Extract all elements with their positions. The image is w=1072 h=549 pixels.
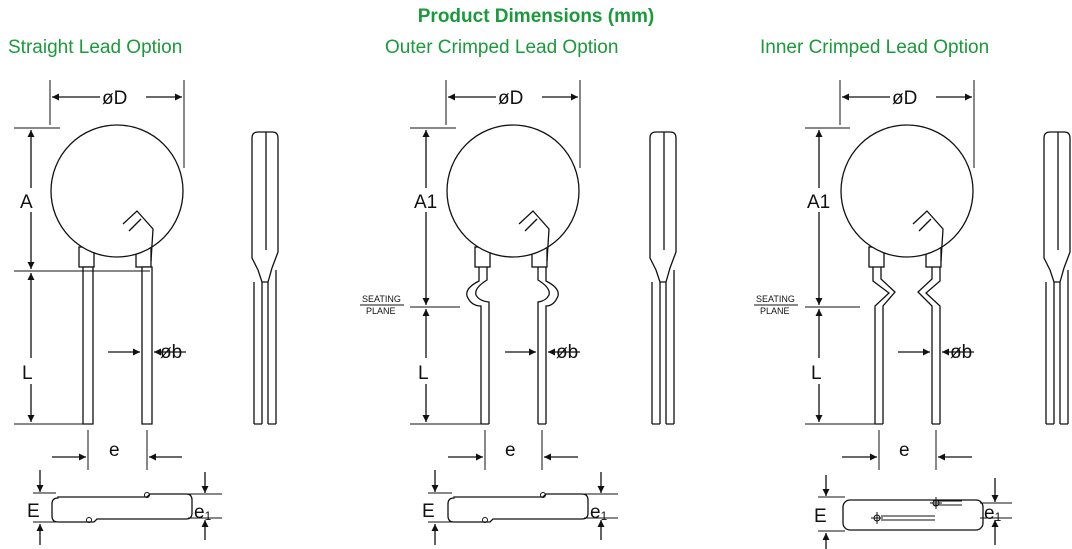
spacing-label: e	[899, 440, 910, 461]
lead-diameter-label: øb	[556, 342, 578, 363]
height-label: A1	[807, 192, 830, 213]
outer-crimped-front-view: øD A1 L SEATING PLANE øb e	[360, 80, 581, 470]
page-title: Product Dimensions (mm)	[417, 6, 655, 27]
lead-marker-icon	[871, 512, 883, 524]
spacing-label: e	[505, 440, 516, 461]
diameter-label: øD	[498, 88, 523, 109]
seating-plane-label-1: SEATING	[362, 294, 401, 304]
seating-plane-label-2: PLANE	[366, 306, 396, 316]
straight-front-view: øD A L øb e	[14, 80, 186, 470]
inner-crimped-front-view: øD A1 L SEATING PLANE øb e	[754, 80, 975, 470]
thickness-label: E	[422, 501, 435, 522]
seating-plane-label-2: PLANE	[760, 306, 790, 316]
straight-bottom-view: E e1	[27, 470, 222, 545]
lead-marker-icon	[930, 497, 942, 509]
inner-crimped-bottom-view: E e1	[814, 475, 1012, 549]
lead-diameter-label: øb	[950, 342, 972, 363]
spacing-label: e	[109, 440, 120, 461]
height-label: A1	[414, 192, 437, 213]
offset-label: e1	[984, 503, 1002, 524]
diameter-label: øD	[892, 88, 917, 109]
diameter-label: øD	[102, 88, 127, 109]
lead-length-label: L	[22, 363, 33, 384]
inner-crimped-side-view	[1043, 131, 1071, 425]
outer-crimped-bottom-view: E e1	[422, 470, 618, 545]
straight-lead-option-title: Straight Lead Option	[8, 37, 183, 58]
thickness-label: E	[814, 506, 827, 527]
lead-diameter-label: øb	[160, 342, 182, 363]
lead-length-label: L	[418, 363, 429, 384]
lead-length-label: L	[811, 363, 822, 384]
thickness-label: E	[27, 501, 40, 522]
inner-crimped-lead-option-title: Inner Crimped Lead Option	[760, 37, 990, 58]
height-label: A	[20, 192, 33, 213]
seating-plane-label-1: SEATING	[756, 294, 795, 304]
outer-crimped-side-view	[649, 131, 677, 425]
outer-crimped-lead-option-title: Outer Crimped Lead Option	[385, 37, 619, 58]
offset-label: e1	[590, 502, 608, 523]
offset-label: e1	[194, 502, 212, 523]
straight-side-view	[251, 131, 279, 425]
